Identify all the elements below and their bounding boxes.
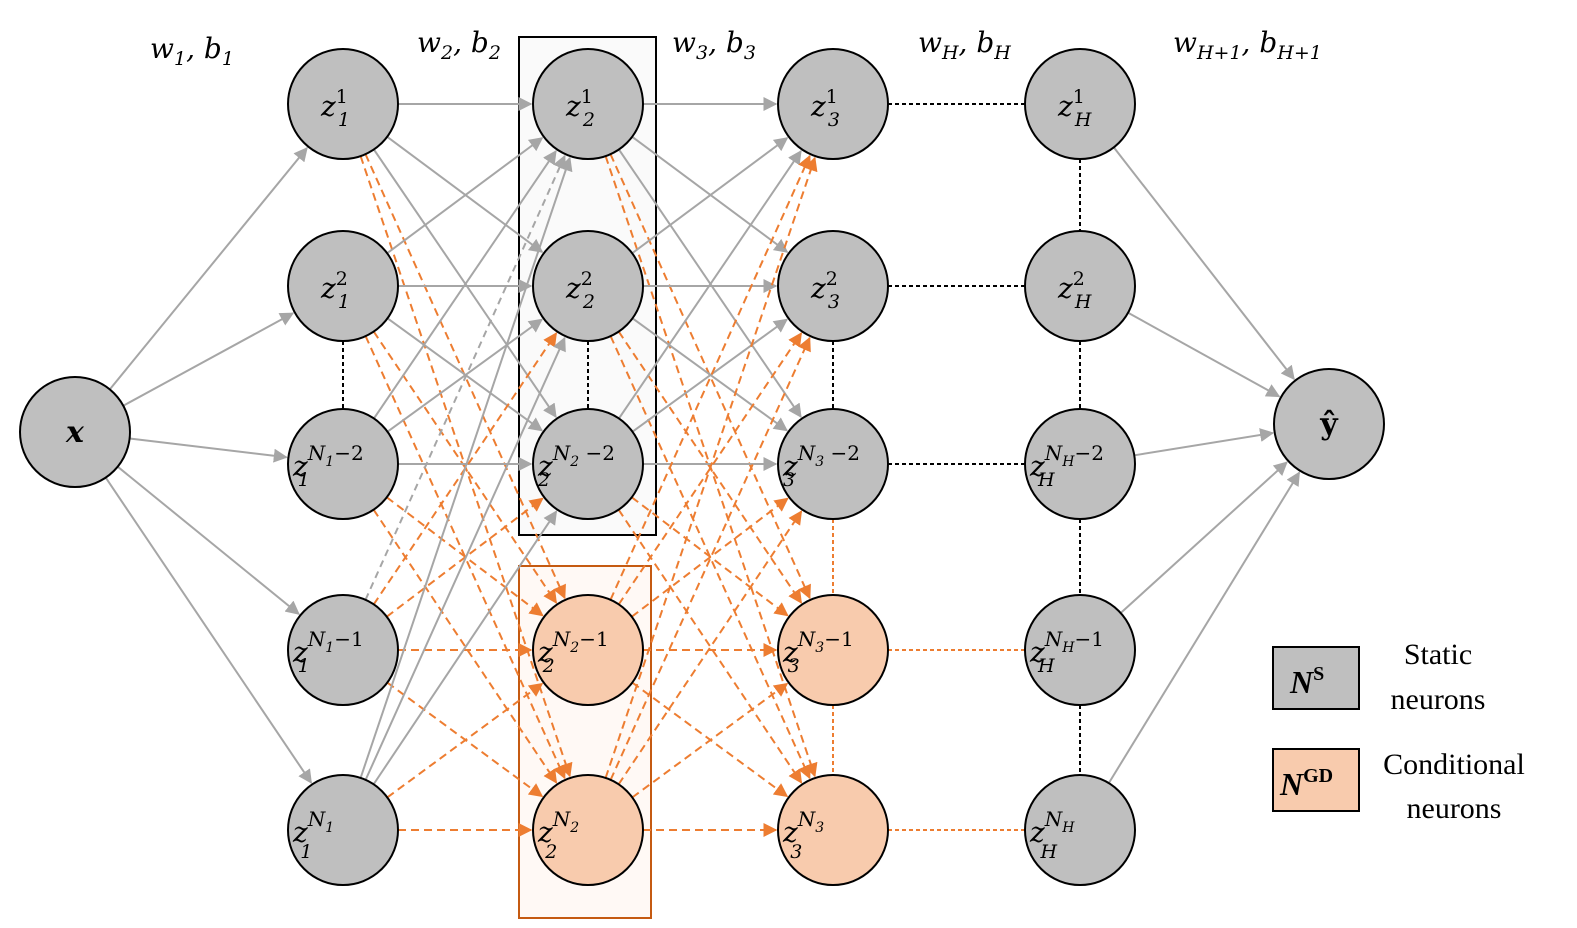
edge-static	[631, 318, 789, 433]
edge-static	[359, 156, 573, 779]
legend-conditional-symbol: NGD	[1279, 765, 1333, 802]
neuron-node	[532, 594, 644, 706]
edge-conditional	[609, 154, 811, 601]
edge-conditional	[631, 497, 789, 618]
neuron-node	[777, 48, 889, 160]
legend-static-symbol: NS	[1289, 663, 1324, 700]
legend-static-line2: neurons	[1391, 683, 1486, 716]
legend-conditional-line1: Conditional	[1383, 748, 1525, 781]
edge-input	[117, 465, 300, 615]
edge-static	[386, 137, 544, 255]
edge-conditional	[609, 153, 811, 600]
edge-conditional	[609, 336, 811, 781]
legend-static-swatch	[1272, 646, 1360, 710]
neuron-node	[1024, 774, 1136, 886]
legend-conditional-line2: neurons	[1407, 792, 1502, 825]
legend-conditional-swatch	[1272, 748, 1360, 812]
edge-output	[1113, 146, 1295, 381]
edge-conditional	[617, 509, 803, 784]
neuron-node	[777, 230, 889, 342]
edge-static	[373, 149, 557, 420]
edge-static	[364, 336, 566, 781]
layer-param-label: wH, bH	[918, 26, 1011, 64]
neuron-node	[1024, 594, 1136, 706]
layer-param-label: wH+1, bH+1	[1173, 26, 1322, 64]
layer-param-label: w3, b3	[672, 26, 756, 64]
neuron-node	[777, 408, 889, 520]
edge-conditional	[364, 153, 566, 600]
output-node	[1273, 368, 1385, 480]
edge-conditional	[386, 682, 544, 799]
input-node-label: x	[65, 415, 85, 450]
neuron-node	[777, 774, 889, 886]
edge-input	[104, 477, 313, 784]
edge-static	[618, 149, 802, 420]
output-node-label: ŷ	[1319, 407, 1339, 442]
neuron-node	[1024, 230, 1136, 342]
neuron-node	[287, 48, 399, 160]
layer-param-label: w1, b1	[150, 32, 234, 70]
edge-output	[1120, 461, 1288, 614]
legend: NS Static neurons NGD Conditional neuron…	[1272, 638, 1525, 825]
edge-static	[372, 510, 558, 785]
edge-conditional	[617, 510, 803, 785]
neuron-node	[777, 594, 889, 706]
input-node	[19, 376, 131, 488]
edge-output	[1107, 471, 1301, 784]
edge-input	[122, 312, 295, 407]
neuron-node	[532, 230, 644, 342]
neuron-node	[287, 594, 399, 706]
neuron-node	[287, 408, 399, 520]
layer-param-label: w2, b2	[417, 26, 501, 64]
edges	[104, 97, 1301, 837]
dotted-links	[342, 103, 1081, 831]
edge-output	[1127, 311, 1281, 398]
neuron-node	[532, 774, 644, 886]
neuron-node	[532, 408, 644, 520]
edge-output	[1134, 428, 1275, 457]
edge-input	[129, 437, 288, 463]
edge-conditional	[609, 335, 811, 780]
edge-static	[631, 137, 789, 255]
neuron-node	[532, 48, 644, 160]
layer-parameter-labels: w1, b1 w2, b2 w3, b3 wH, bH wH+1, bH+1	[150, 26, 1322, 70]
edge-conditional	[364, 335, 566, 780]
edge-static	[364, 154, 566, 601]
edge-conditional	[631, 682, 789, 799]
edge-conditional	[604, 156, 818, 779]
edge-static	[386, 318, 544, 433]
legend-static-line1: Static	[1404, 638, 1472, 671]
neuron-node	[1024, 408, 1136, 520]
neuron-node	[287, 774, 399, 886]
edge-input	[109, 147, 308, 391]
edge-conditional	[372, 509, 558, 784]
neuron-node	[1024, 48, 1136, 160]
neuron-node	[287, 230, 399, 342]
